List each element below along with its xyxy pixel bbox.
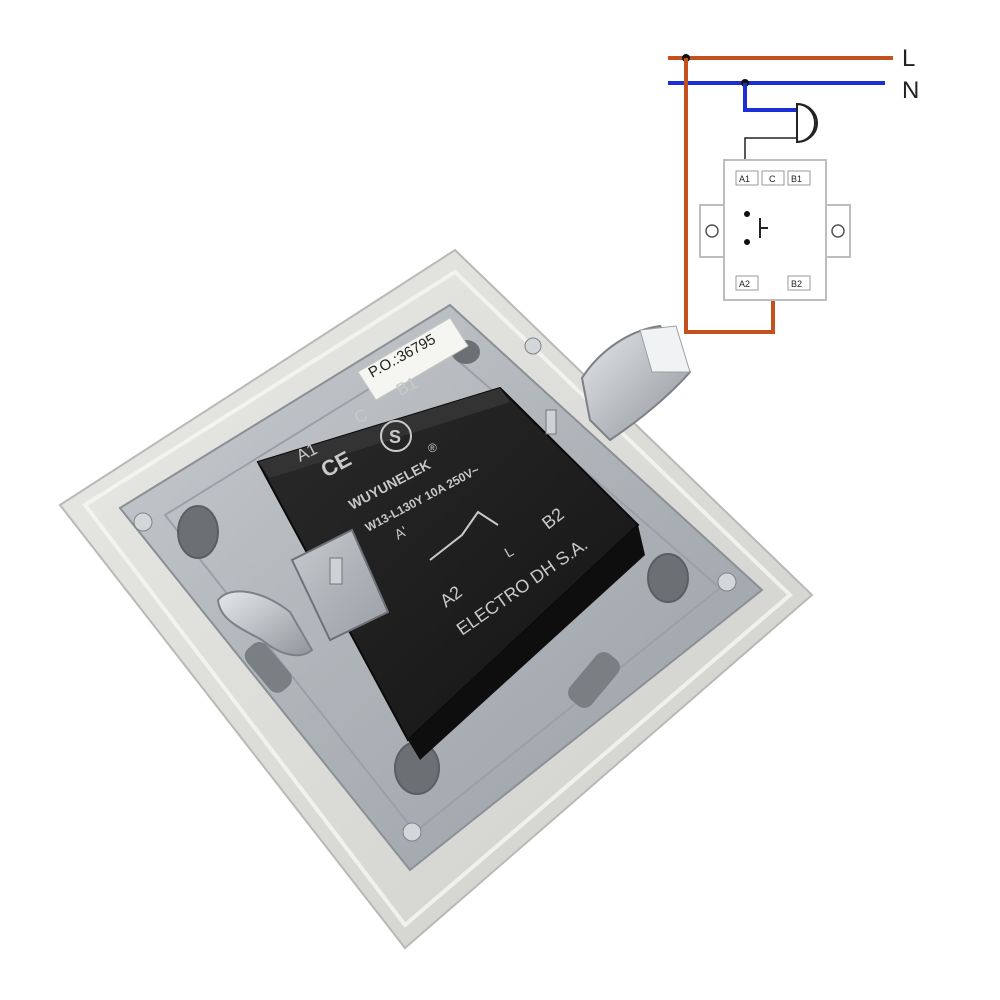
mechanism-top-rail	[258, 388, 510, 478]
screw-hole-left	[177, 505, 219, 559]
slot-1	[568, 652, 620, 708]
diagram-terminal-a1-box	[735, 170, 759, 186]
rivet-3	[717, 572, 737, 592]
terminal-clamp-left	[290, 528, 390, 642]
diagram-terminal-b1: B1	[791, 174, 802, 184]
clip-tip-right	[639, 325, 691, 373]
line-label: L	[902, 45, 915, 72]
diagram-terminal-b1-box	[787, 170, 811, 186]
screw-hole-right	[647, 553, 689, 603]
rivet-2	[402, 822, 422, 842]
switch-outline: A1 C B1 A2 B2	[699, 159, 851, 301]
cover-plate-rim	[82, 269, 793, 928]
lamp-icon-dome	[796, 103, 818, 143]
rivet-1	[133, 512, 153, 532]
terminal-screw-left	[329, 557, 343, 585]
switch-outline-hole-left	[705, 224, 719, 238]
switch-outline-ear-right	[825, 204, 851, 258]
s-mark: S	[389, 427, 401, 447]
diagram-terminal-b2: B2	[791, 279, 802, 289]
switch-outline-hole-right	[831, 224, 845, 238]
switch-contact-dot-top	[744, 211, 750, 217]
diagram-terminal-a2-box	[735, 275, 759, 291]
switch-symbol-engraving	[429, 510, 499, 561]
mechanism-side	[408, 525, 645, 760]
slot-2	[244, 642, 292, 693]
diagram-terminal-c-box	[761, 170, 785, 186]
terminal-screw-top	[545, 409, 557, 435]
neutral-label: N	[902, 77, 919, 104]
spring-clip-left	[216, 590, 314, 657]
diagram-terminal-b2-box	[787, 275, 811, 291]
wiring-diagram: L N A1 C B1	[668, 45, 919, 334]
registered-mark: ®	[428, 441, 437, 455]
diagram-terminal-a2: A2	[739, 279, 750, 289]
switch-outline-ear-left	[699, 204, 725, 258]
diagram-terminal-a1: A1	[739, 174, 750, 184]
diagram-terminal-c: C	[769, 174, 776, 184]
neutral-wire-drop	[743, 83, 797, 112]
rivet-4	[524, 337, 542, 355]
switch-photo: P.O.:36795 A1 C B1 A2 B2 A' L CE S ® WUY…	[58, 248, 814, 950]
switch-contact-dot-bottom	[744, 239, 750, 245]
frame-holes	[133, 337, 737, 842]
s-mark-circle	[380, 420, 412, 452]
